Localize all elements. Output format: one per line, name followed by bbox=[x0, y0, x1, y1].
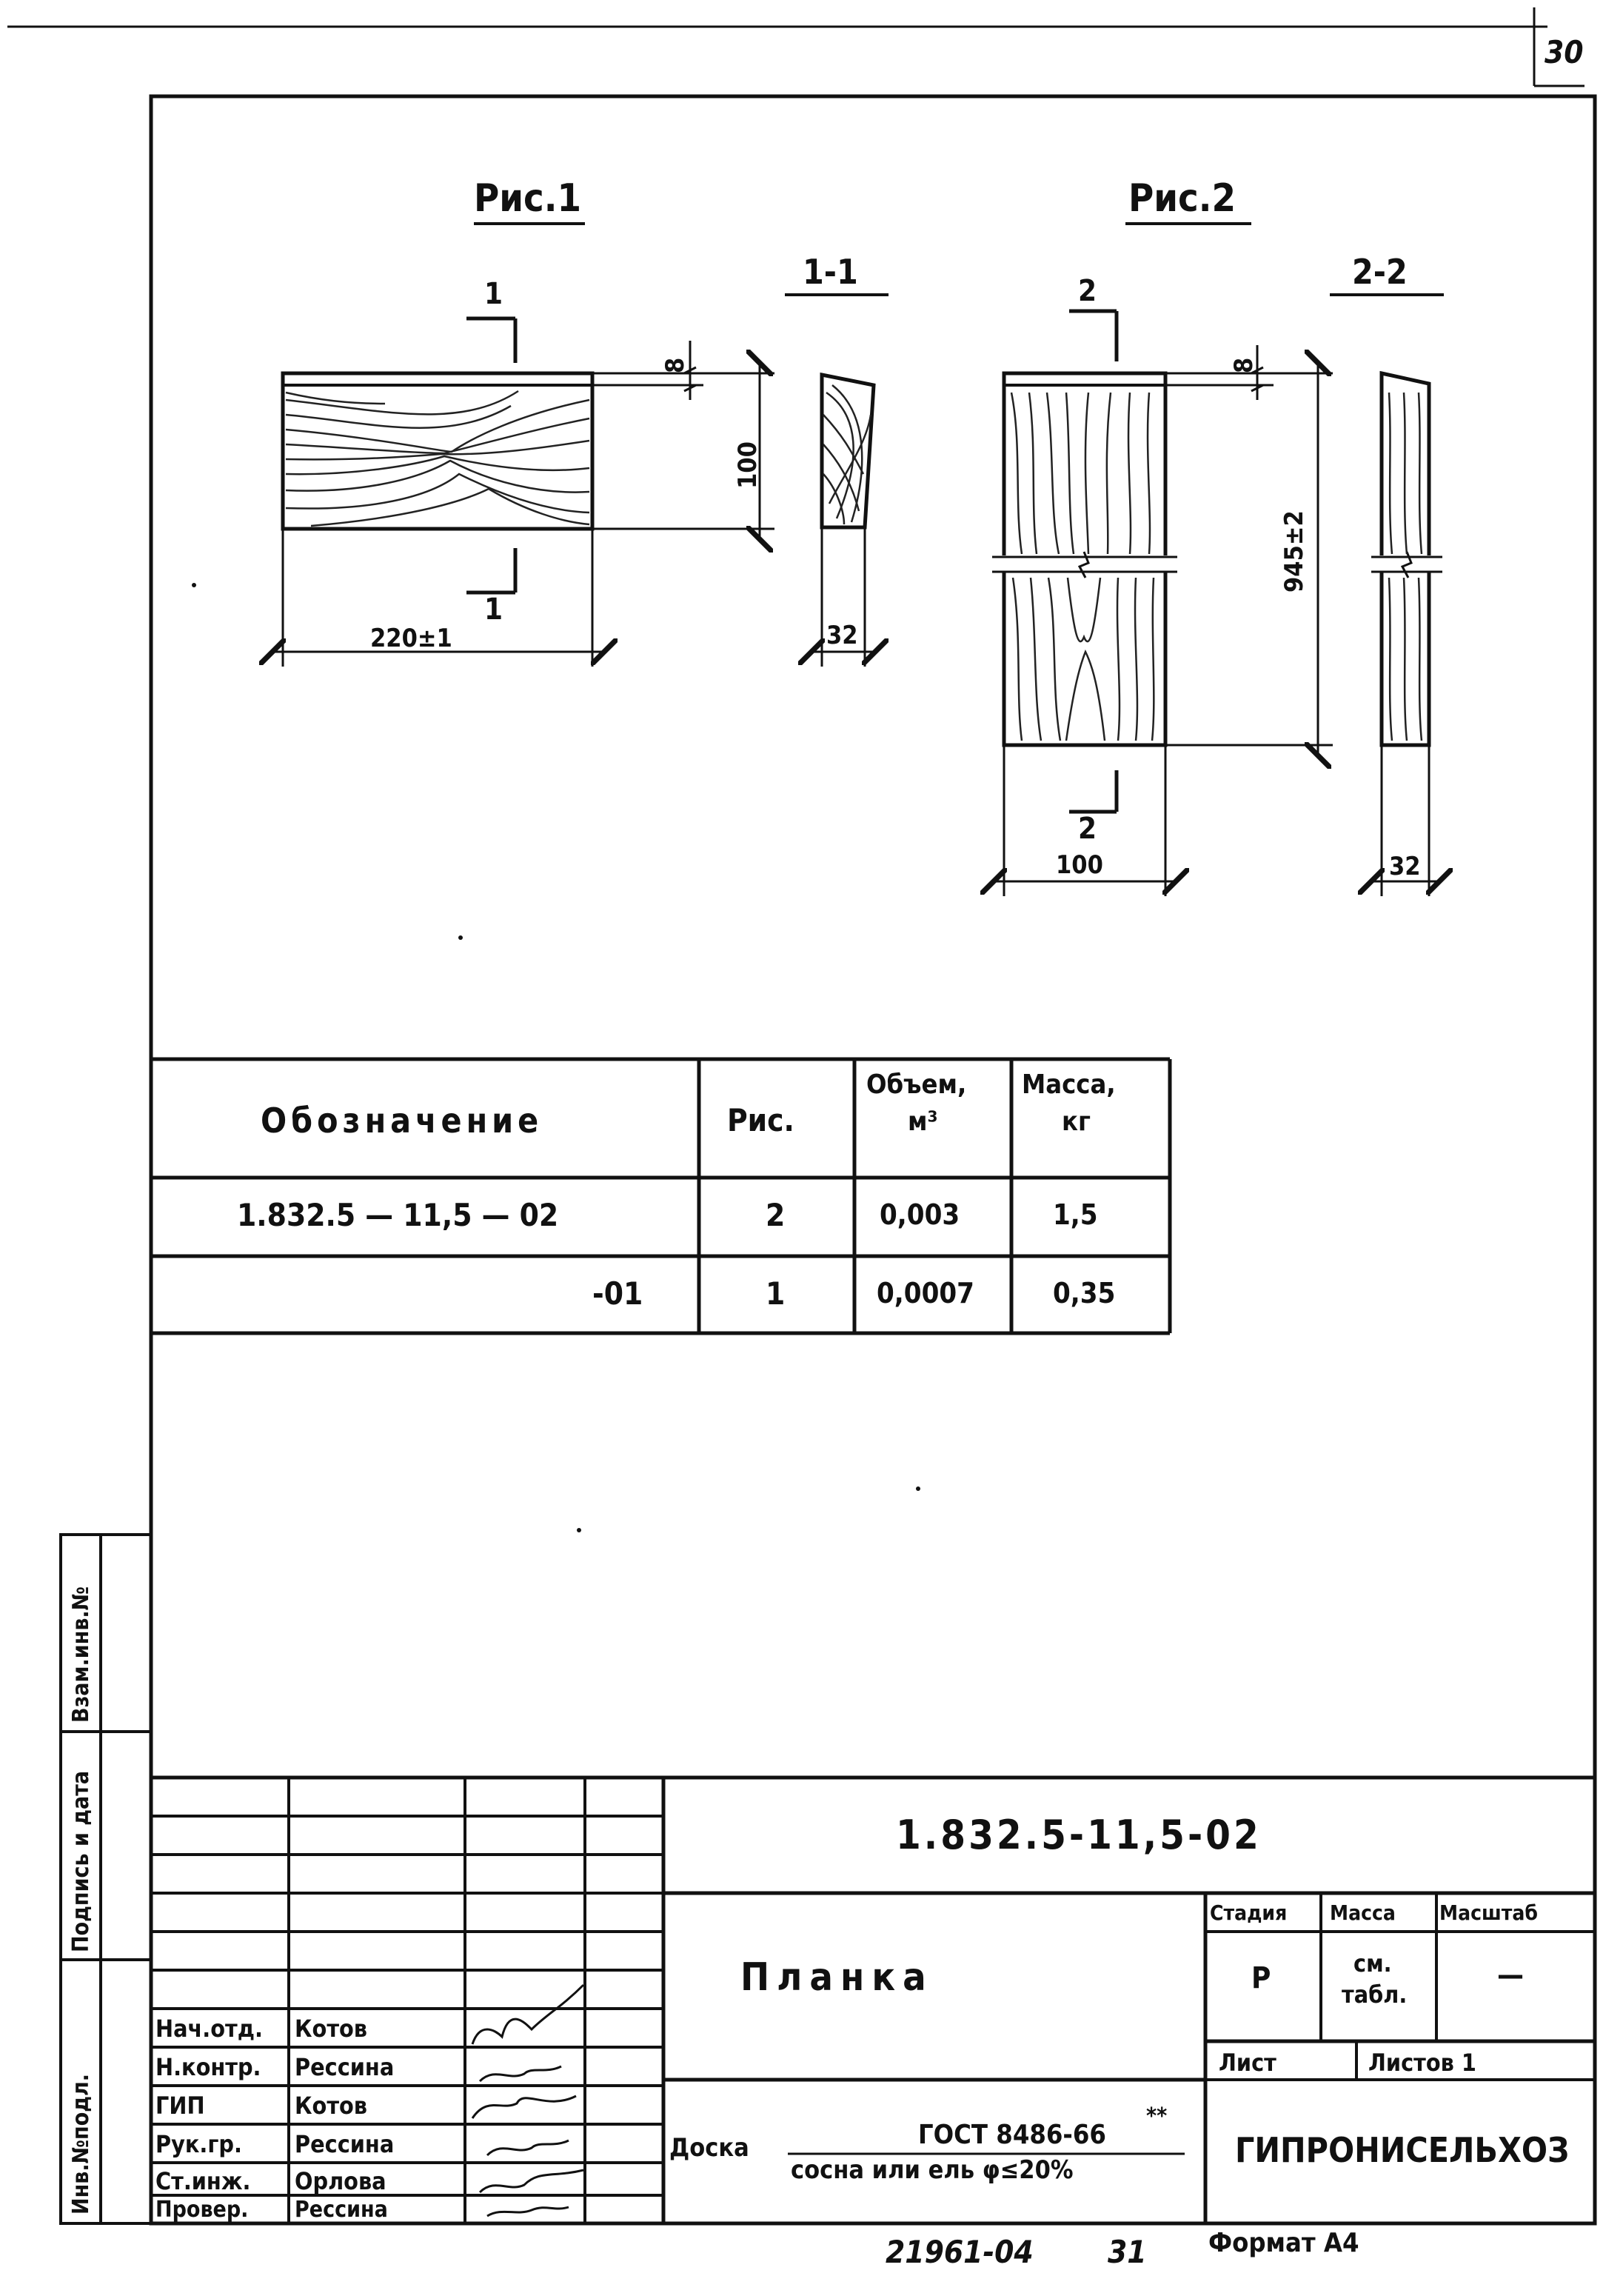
spec-header-mass-2: кг bbox=[1062, 1107, 1091, 1137]
spec-row-1-mass: 1,5 bbox=[1053, 1198, 1098, 1231]
fig2-dim-thickness: 32 bbox=[1389, 852, 1421, 881]
title-underlines bbox=[474, 222, 1444, 296]
sheet-header bbox=[7, 7, 1584, 87]
scan-specks bbox=[192, 583, 920, 1532]
person-name: Орлова bbox=[295, 2167, 386, 2195]
title-block-scale-label: Масштаб bbox=[1439, 1900, 1538, 1925]
fig1-section-mark-bottom: 1 bbox=[484, 593, 503, 627]
side-stamp-frame bbox=[59, 1533, 153, 2225]
person-name: Рессина bbox=[295, 2197, 388, 2223]
spec-row-1-designation: 1.832.5 — 11,5 — 02 bbox=[237, 1197, 559, 1233]
fig2-dim-chamfer: 8 bbox=[1229, 357, 1259, 373]
spec-row-1-volume: 0,003 bbox=[880, 1198, 960, 1231]
main-frame bbox=[149, 94, 1597, 2226]
spec-header-mass-1: Масса, bbox=[1022, 1069, 1116, 1100]
footer-code-2: 31 bbox=[1108, 2234, 1147, 2270]
title-block-mass-label: Масса bbox=[1330, 1900, 1396, 1925]
person-role: Нач.отд. bbox=[155, 2015, 263, 2043]
fig2-section-mark-bottom: 2 bbox=[1078, 812, 1097, 846]
title-block-stage-value: Р bbox=[1251, 1961, 1271, 1995]
sheet-number: 30 bbox=[1545, 34, 1584, 70]
fig2-front-view bbox=[992, 309, 1333, 896]
title-block-stage-label: Стадия bbox=[1210, 1900, 1288, 1925]
title-block-document-code: 1.832.5-11,5-02 bbox=[896, 1812, 1262, 1858]
person-role: Н.контр. bbox=[155, 2053, 261, 2081]
person-name: Котов bbox=[295, 2015, 367, 2043]
spec-row-2-fig: 1 bbox=[766, 1275, 786, 1312]
fig1-section-mark-top: 1 bbox=[484, 277, 503, 311]
person-role: Рук.гр. bbox=[155, 2130, 242, 2158]
person-role: Провер. bbox=[155, 2197, 249, 2223]
fig1-title: Рис.1 bbox=[474, 176, 582, 221]
title-block-grid bbox=[151, 1775, 1595, 2223]
side-stamp-inv-label: Инв.№подл. bbox=[68, 2073, 94, 2215]
signature-scribbles bbox=[465, 1955, 591, 2222]
fig2-dim-width: 100 bbox=[1056, 850, 1103, 880]
title-block-material-label: Доска bbox=[669, 2133, 749, 2163]
spec-header-volume-1: Объем, bbox=[866, 1069, 967, 1100]
title-block-organization: ГИПРОНИСЕЛЬХОЗ bbox=[1235, 2130, 1570, 2170]
side-stamp-sign-label: Подпись и дата bbox=[68, 1770, 94, 1952]
fig1-dim-chamfer: 8 bbox=[660, 357, 690, 373]
spec-table-grid bbox=[151, 1057, 1172, 1335]
spec-header-designation: Обозначение bbox=[261, 1101, 543, 1141]
title-block-sheets-label: Листов 1 bbox=[1368, 2049, 1476, 2077]
person-name: Рессина bbox=[295, 2130, 395, 2158]
fig1-front-view bbox=[272, 316, 774, 667]
fig2-section-view bbox=[1371, 370, 1442, 896]
title-block-item-name: Планка bbox=[740, 1955, 934, 2000]
fig2-wood-grain bbox=[1010, 392, 1155, 741]
title-block-scale-value: — bbox=[1497, 1958, 1524, 1992]
fig2-dim-length: 945±2 bbox=[1279, 510, 1309, 593]
person-name: Рессина bbox=[295, 2053, 395, 2081]
fig2-title: Рис.2 bbox=[1128, 176, 1237, 221]
person-name: Котов bbox=[295, 2092, 367, 2120]
spec-row-2-mass: 0,35 bbox=[1053, 1277, 1116, 1309]
spec-row-1-fig: 2 bbox=[766, 1197, 786, 1233]
spec-row-2-volume: 0,0007 bbox=[877, 1277, 974, 1309]
title-block-mass-value-2: табл. bbox=[1342, 1980, 1408, 2009]
fig1-section-view bbox=[812, 372, 875, 667]
fig1-section-title: 1-1 bbox=[803, 252, 858, 292]
fig1-wood-grain bbox=[285, 390, 590, 527]
title-block-mass-value-1: см. bbox=[1353, 1949, 1392, 1978]
person-role: ГИП bbox=[155, 2092, 205, 2120]
fig2-section-mark-top: 2 bbox=[1078, 274, 1097, 308]
spec-header-volume-2: м³ bbox=[908, 1107, 938, 1137]
footer-code-1: 21961-04 bbox=[886, 2234, 1034, 2270]
side-stamp-replace-label: Взам.инв.№ bbox=[68, 1586, 94, 1723]
spec-row-2-designation: -01 bbox=[592, 1275, 643, 1312]
person-role: Ст.инж. bbox=[155, 2167, 251, 2195]
title-block-material-standard-mark: ** bbox=[1146, 2103, 1168, 2129]
title-block-material-standard: ГОСТ 8486-66 bbox=[918, 2120, 1106, 2150]
fig1-dim-thickness: 32 bbox=[826, 621, 858, 650]
title-block-sheet-label: Лист bbox=[1219, 2049, 1276, 2077]
spec-header-fig: Рис. bbox=[727, 1102, 794, 1138]
title-block-material-spec: сосна или ель φ≤20% bbox=[791, 2155, 1074, 2185]
fig2-section-title: 2-2 bbox=[1352, 252, 1408, 292]
footer-format: Формат А4 bbox=[1208, 2228, 1359, 2258]
fig1-dim-height: 100 bbox=[733, 441, 763, 489]
fig1-dim-width: 220±1 bbox=[370, 624, 452, 653]
